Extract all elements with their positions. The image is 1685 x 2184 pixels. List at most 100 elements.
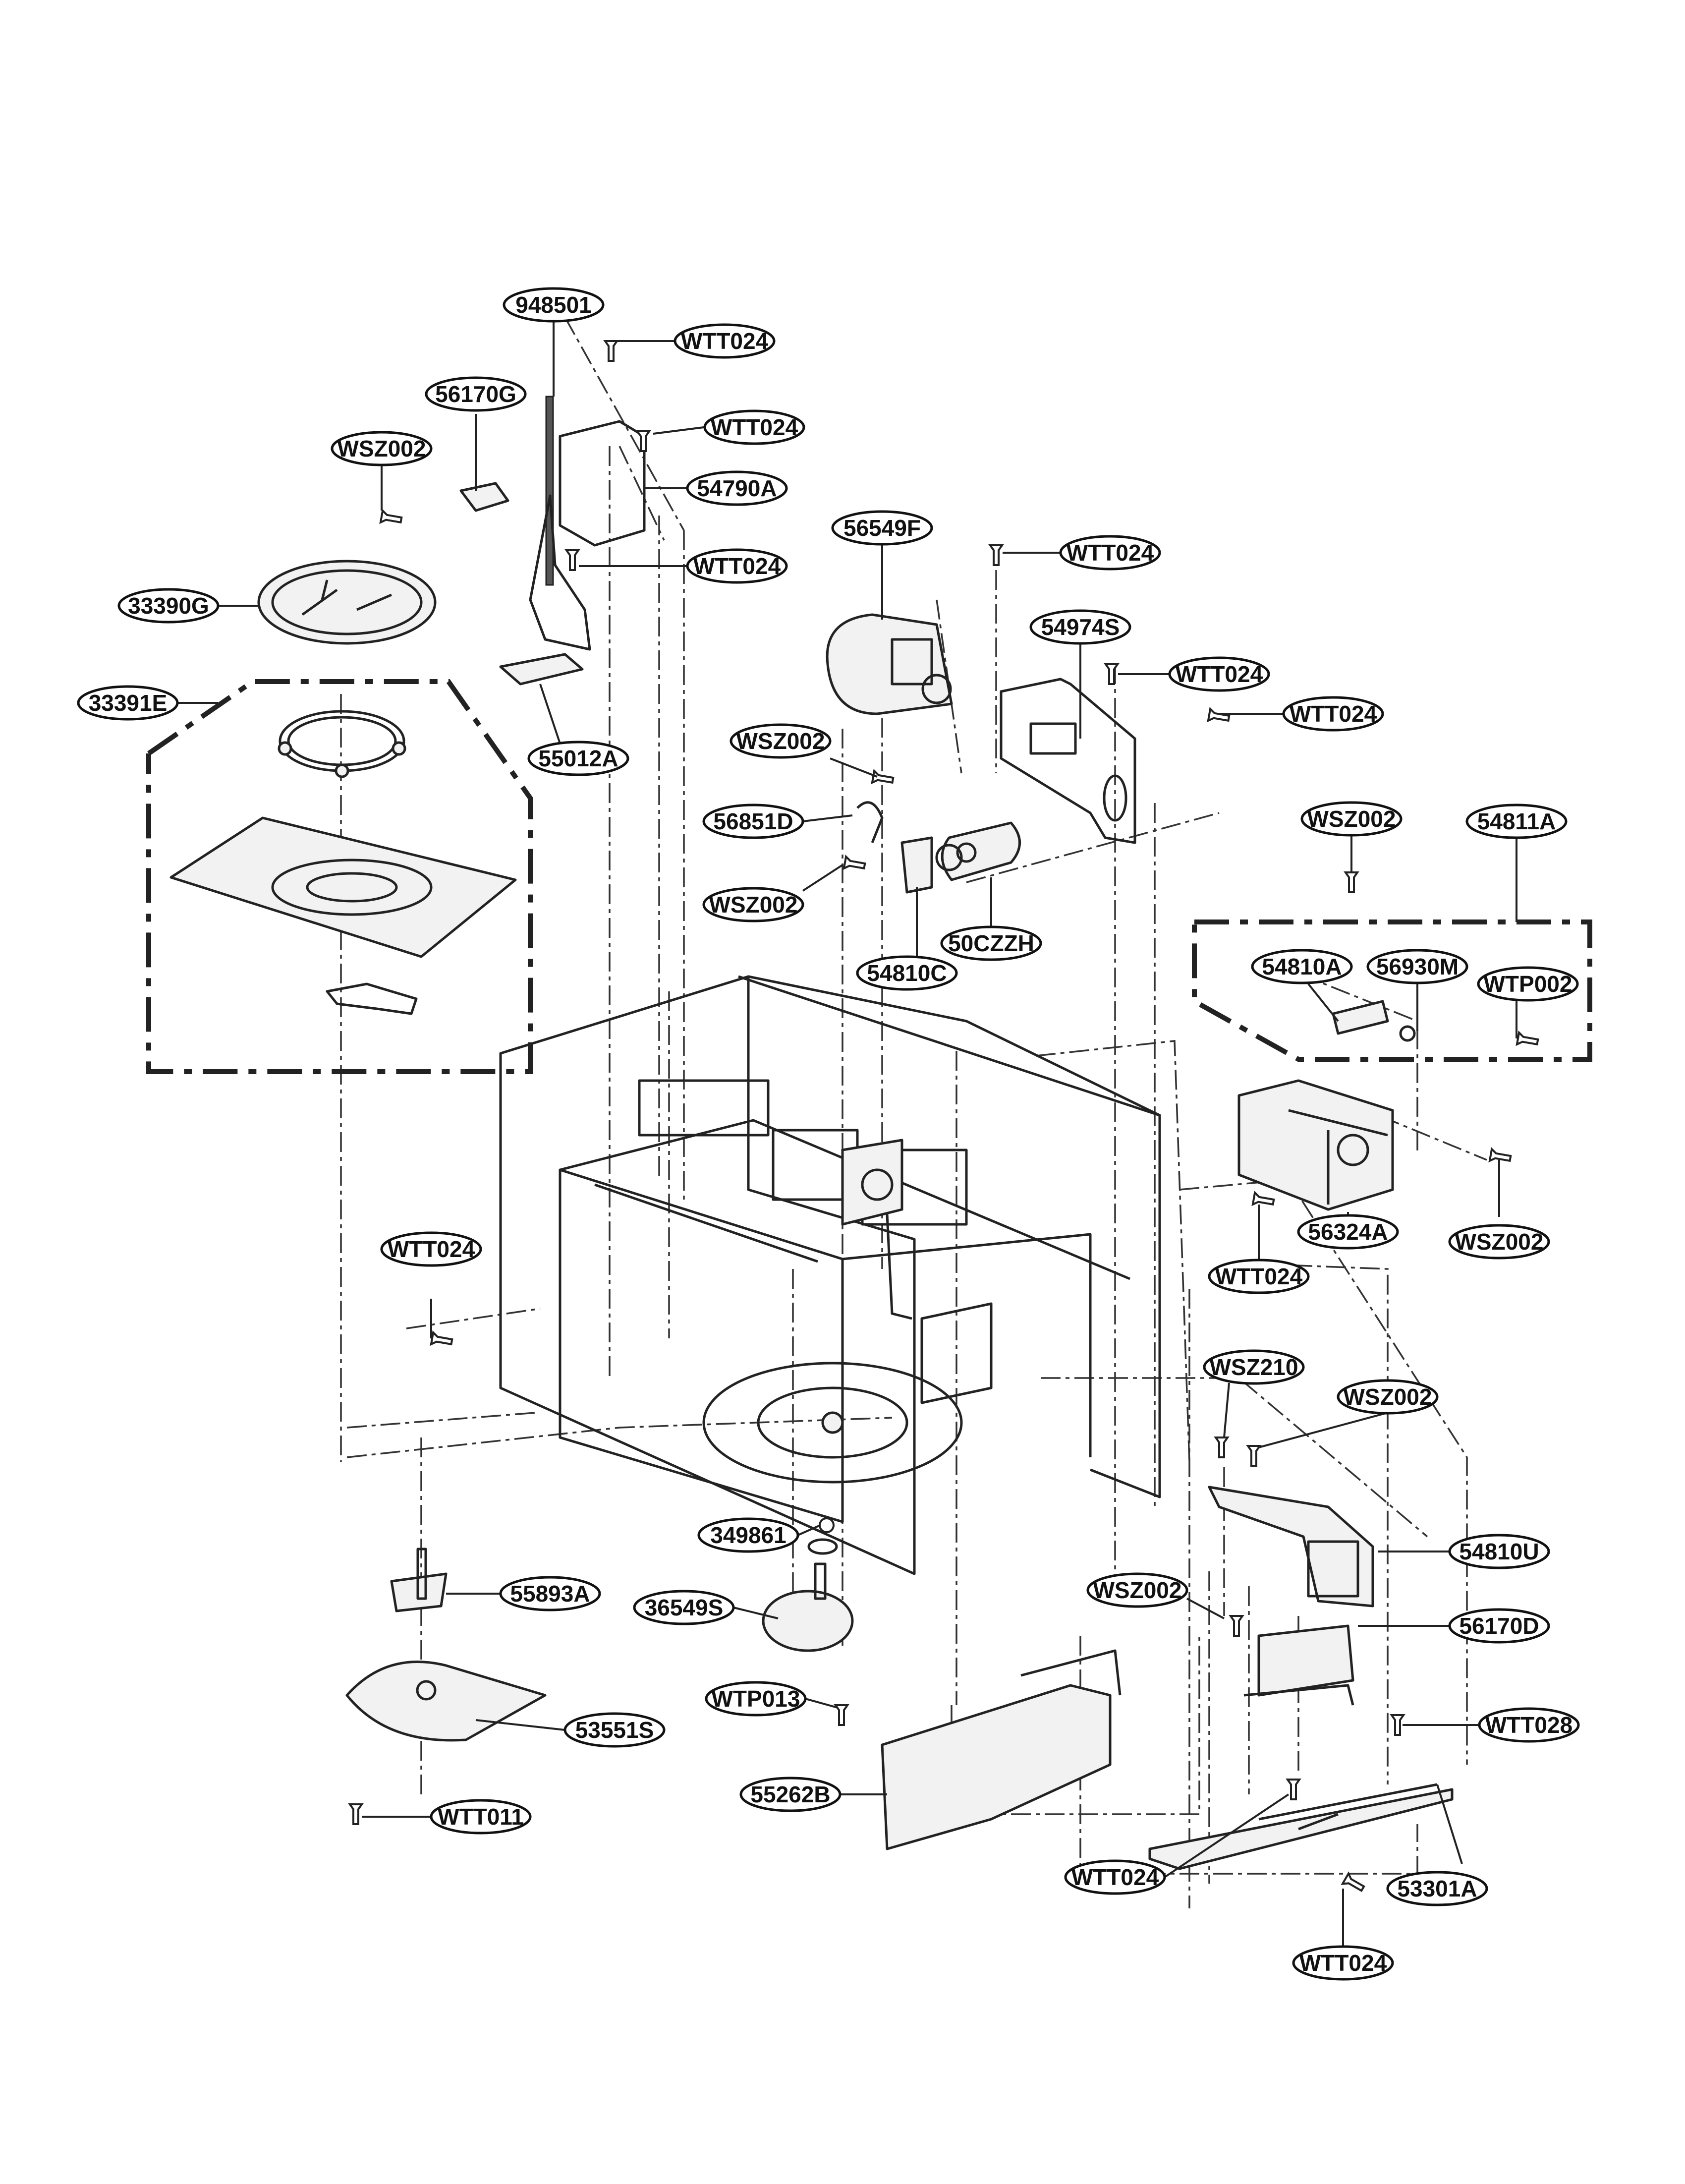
callout-55893a: 55893A [499,1576,601,1611]
screw-icon [564,549,580,571]
callout-label: WTT024 [693,553,781,579]
callout-label: 56324A [1308,1219,1388,1245]
screw-icon [988,544,1004,566]
callout-label: 56170D [1459,1613,1539,1639]
callout-label: WSZ002 [736,728,825,754]
callout-label: 36549S [645,1595,724,1620]
callout-label: WTT024 [1215,1264,1303,1289]
callout-label: WTP013 [712,1686,800,1712]
callout-label: 55012A [538,746,618,771]
callout-label: WSZ002 [1455,1229,1544,1255]
callout-56549f: 56549F [831,510,933,546]
oven-cavity [499,975,1161,1575]
callout-54810u: 54810U [1448,1534,1550,1569]
capacitor-holder [856,801,933,894]
magnetron [1237,1079,1394,1211]
callout-label: 50CZZH [948,930,1034,956]
screw-icon [348,1803,364,1825]
callout-label: WSZ002 [709,892,798,918]
callout-wtt024-a: WTT024 [674,323,776,359]
magnetron-group-box [1192,920,1592,1062]
callout-56170g: 56170G [425,376,527,412]
callout-53551s: 53551S [563,1712,666,1748]
callout-wtt024-g: WTT024 [1208,1259,1310,1294]
callout-label: WTT024 [1299,1950,1387,1976]
callout-wsz002-b: WSZ002 [730,723,832,759]
turntable-group-box [146,679,533,1074]
washer-icon [819,1517,835,1533]
callout-label: 56851D [713,808,793,834]
callout-54974s: 54974S [1029,609,1131,645]
screw-icons [348,340,1539,1893]
callout-wsz002-c: WSZ002 [702,887,804,922]
callout-label: WTT024 [1071,1864,1159,1890]
callout-wsz002-d: WSZ002 [1300,801,1403,837]
callout-label: 55262B [750,1782,830,1807]
capacitor [935,821,1021,881]
callout-label: WTT024 [388,1236,475,1262]
callout-label: WSZ002 [337,436,426,461]
screw-icon [1207,707,1231,723]
callout-label: 55893A [510,1581,590,1607]
callout-label: WTT011 [438,1804,524,1830]
callout-50czzh: 50CZZH [940,925,1042,961]
callout-wtt024-e: WTT024 [1168,656,1270,692]
callout-label: WSZ002 [1307,806,1396,832]
callout-wtt024-d: WTT024 [1059,535,1161,571]
callout-label: WTT024 [1290,701,1377,727]
screw-icon [1229,1615,1244,1637]
callout-wtt028: WTT028 [1478,1707,1580,1743]
screw-icon [1286,1779,1301,1800]
callout-label: WTT024 [1176,661,1263,687]
callout-55012a: 55012A [527,741,629,776]
glass-tray [257,560,437,645]
screw-icon [635,430,651,452]
transformer-bracket [1208,1486,1374,1706]
callout-33390g: 33390G [117,588,220,624]
callout-56170d: 56170D [1448,1608,1550,1644]
screw-icon [1344,871,1359,893]
callout-label: 53301A [1397,1876,1477,1901]
coupler [390,1548,448,1612]
screw-icon [1104,663,1120,685]
callout-label: 53551S [575,1717,654,1743]
callout-wtt011: WTT011 [430,1799,532,1835]
callout-label: 33390G [128,593,209,619]
callout-label: 54810U [1459,1539,1539,1564]
callout-56930m: 56930M [1366,949,1468,984]
air-duct [881,1649,1122,1850]
callout-label: WTT024 [1067,540,1154,566]
fan-motor [826,613,953,715]
callout-wtt024-b: WTT024 [703,409,805,445]
callout-label: 56930M [1376,954,1459,979]
motor-cover [345,1661,547,1742]
roller-ring [278,710,406,778]
callout-54810c: 54810C [856,955,958,991]
screw-icon [1246,1445,1262,1467]
callout-54811a: 54811A [1465,804,1568,839]
callout-label: 54974S [1041,614,1120,640]
callout-wsz002-f: WSZ002 [1337,1379,1439,1415]
screw-icon [1251,1191,1275,1207]
gasket-strip [545,396,554,586]
callout-wsz210: WSZ210 [1203,1349,1305,1385]
callout-label: WTT024 [681,328,769,354]
screw-icon [871,769,895,785]
mounting-bracket [1000,678,1136,844]
callout-948501: 948501 [503,287,605,323]
callout-wsz002-g: WSZ002 [1086,1572,1188,1608]
callout-55262b: 55262B [739,1777,842,1812]
screw-icon [1488,1147,1512,1163]
callout-36549s: 36549S [633,1590,735,1625]
callout-54790a: 54790A [686,470,788,506]
callout-label: 349861 [710,1522,786,1548]
callout-label: 54810A [1262,954,1342,979]
thermal-sensor [459,482,509,512]
callout-label: 54810C [867,960,947,986]
callout-label: WSZ002 [1344,1384,1432,1410]
callout-label: WSZ210 [1210,1354,1298,1380]
callout-wtp013: WTP013 [705,1681,807,1717]
callout-wtt024-j: WTT024 [1292,1945,1394,1981]
bracket-assembly [459,396,646,686]
